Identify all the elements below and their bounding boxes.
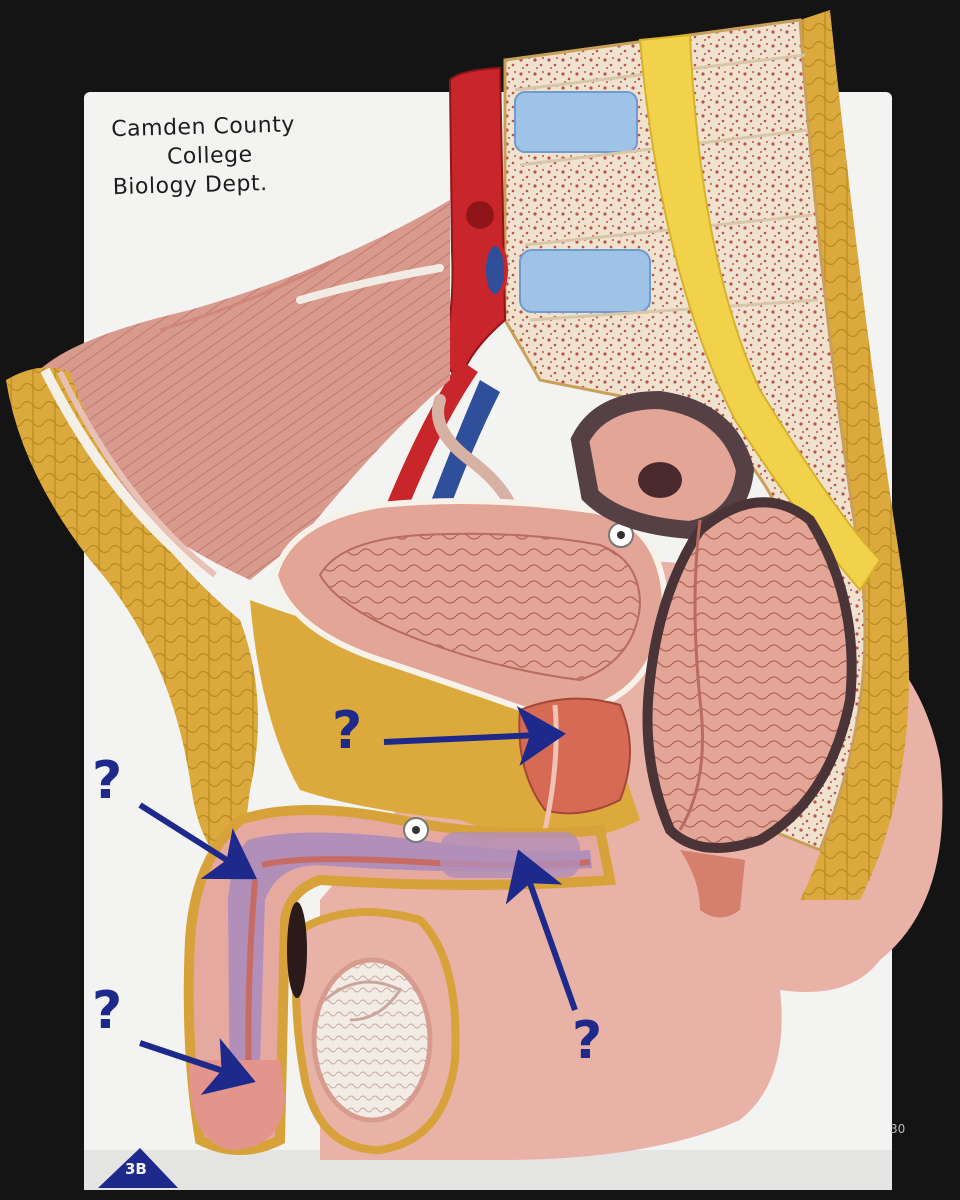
arrow-to-membranous-urethra [505,849,578,1012]
testis [311,957,433,1123]
vein-cross-section [482,242,508,298]
rectum [642,497,857,853]
abdominal-wall-muscle [30,200,450,580]
erectile-tissue-bulb [440,832,580,878]
anterior-fat-layer [6,367,258,870]
brand-logo-text: 3B [125,1160,147,1178]
vas-gap [287,902,307,998]
corner-mark: 30 [890,1122,906,1136]
question-mark-2: ? [92,751,123,811]
arrow-to-penis-lower [139,1038,256,1096]
handwritten-label: Camden County College Biology Dept. [111,109,353,202]
brand-logo-triangle [98,1148,178,1188]
question-mark-3: ? [92,981,123,1041]
intervertebral-disc [514,91,638,153]
spinal-nerve-roots [638,33,882,592]
bladder-interior [318,532,642,682]
intervertebral-disc [519,249,651,313]
question-mark-4: ? [572,1011,603,1071]
anal-canal [680,850,745,918]
vertebral-column [503,18,867,852]
arrow-to-penis-upper [138,802,258,880]
question-mark-1: ? [332,701,363,761]
iliac-artery [380,360,478,528]
arrow-to-prostatic-urethra [383,705,566,766]
prostate-gland [518,697,631,815]
